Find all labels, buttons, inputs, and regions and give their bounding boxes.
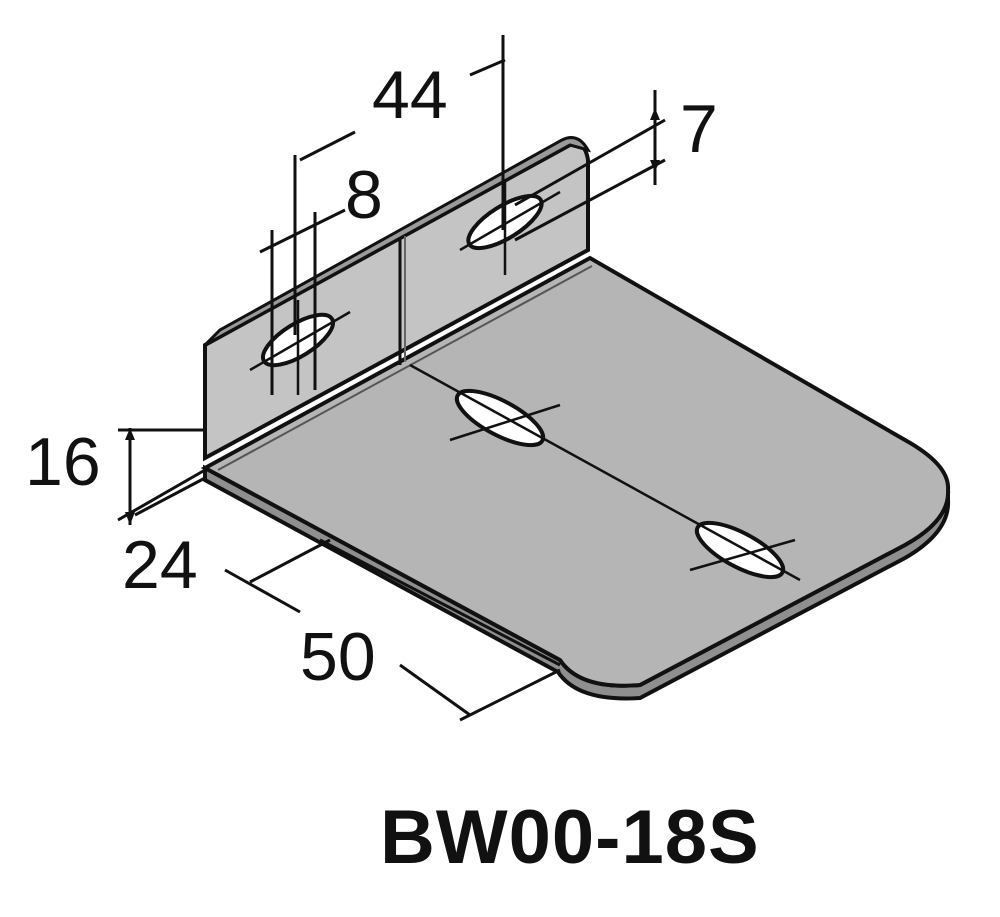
dim-24-line — [224, 568, 301, 614]
dim-16-label: 16 — [25, 424, 101, 500]
dim-7-tick-bottom — [650, 160, 660, 172]
centerline-base — [409, 363, 801, 582]
dim-44-line — [469, 58, 506, 77]
centerline-slot-left-h — [249, 310, 351, 372]
dimension-labels: 44 8 7 16 24 50 — [25, 57, 718, 695]
dim-16-tick-bottom — [125, 512, 135, 525]
dim-7-ext-a — [514, 118, 666, 207]
dim-16-ext-bottom — [117, 468, 206, 522]
dim-8-line — [259, 208, 346, 254]
base-plate — [200, 255, 951, 688]
center-lines — [249, 180, 801, 582]
dim-7-tick-top — [650, 108, 660, 120]
base-slot-rear — [454, 388, 546, 448]
dim-44-label: 44 — [372, 57, 448, 133]
dim-24-label: 24 — [122, 527, 198, 603]
dim-7-ext-b — [514, 158, 666, 242]
dim-24-line-b — [249, 538, 331, 584]
dim-50-line — [399, 663, 471, 717]
dim-7-label: 7 — [680, 91, 718, 167]
centerline-slot-right-h — [459, 190, 561, 252]
centerline-base-cross-rear — [449, 403, 561, 442]
dim-16-tick-top — [125, 428, 135, 440]
dim-24-ext — [134, 476, 206, 517]
part-code-label: BW00-18S — [380, 795, 760, 880]
dimension-ticks — [125, 108, 660, 525]
dim-44-line-left — [299, 130, 356, 162]
dim-50-label: 50 — [300, 619, 376, 695]
dim-50-line-b — [459, 668, 561, 722]
centerline-base-cross-front — [689, 538, 796, 572]
upright-flange-top — [203, 136, 592, 347]
dim-50-ext — [319, 538, 561, 667]
dim-8-label: 8 — [345, 157, 383, 233]
dimension-lines — [117, 35, 666, 722]
bend-line-inner — [217, 265, 593, 471]
